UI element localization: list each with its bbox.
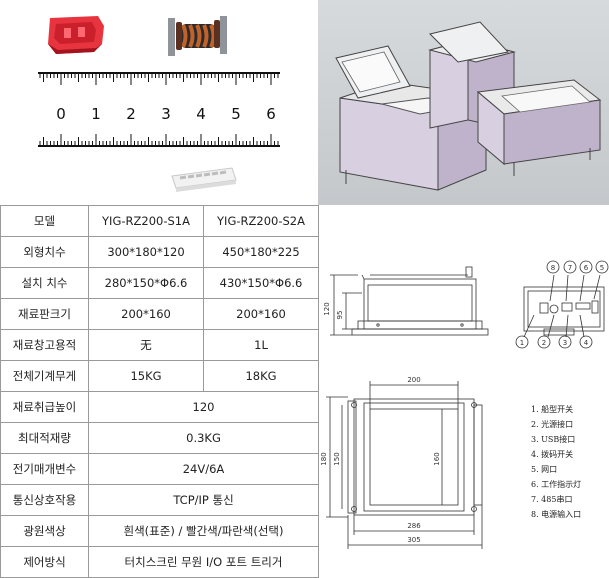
ruler-tick-label: 5 <box>231 105 241 123</box>
table-row: 외형치수 300*180*120 450*180*225 <box>0 236 319 268</box>
row-label: 재료취급높이 <box>0 391 89 423</box>
legend-item: 1. 船型开关 <box>531 405 574 414</box>
side-height-dim: 120 <box>323 302 331 315</box>
row-label: 전기매개변수 <box>0 453 89 485</box>
table-row: 전체기계무게 15KG 18KG <box>0 360 319 392</box>
row-value: 1L <box>203 329 319 361</box>
row-value: 280*150*Φ6.6 <box>88 267 204 299</box>
cad-render-panel <box>318 0 609 205</box>
row-label: 전체기계무게 <box>0 360 89 392</box>
white-header-connector-image <box>171 167 237 192</box>
row-label: 제어방식 <box>0 546 89 578</box>
table-row: 재료창고용적 无 1L <box>0 329 319 361</box>
product-photo-panel: 0 1 2 3 4 5 6 <box>0 0 318 205</box>
top-outer-width-dim: 305 <box>407 536 420 544</box>
ruler-tick-label: 3 <box>161 105 171 123</box>
row-value-merged: 24V/6A <box>88 453 319 485</box>
row-value: 无 <box>88 329 204 361</box>
ruler-tick-label: 1 <box>91 105 101 123</box>
top-view-drawing <box>326 381 483 549</box>
spec-table: 모델 YIG-RZ200-S1A YIG-RZ200-S2A 외형치수 300*… <box>0 205 319 578</box>
row-value-merged: 터치스크린 무원 I/O 포트 트리거 <box>88 546 319 578</box>
table-row: 재료판크기 200*160 200*160 <box>0 298 319 330</box>
row-value: 18KG <box>203 360 319 392</box>
row-label: 통신상호작용 <box>0 484 89 516</box>
ruler-tick-label: 4 <box>196 105 206 123</box>
row-label: 외형치수 <box>0 236 89 268</box>
inductor-coil-image <box>168 16 227 56</box>
table-row: 설치 치수 280*150*Φ6.6 430*150*Φ6.6 <box>0 267 319 299</box>
row-label: 재료창고용적 <box>0 329 89 361</box>
ruler-tick-label: 2 <box>126 105 136 123</box>
measuring-ruler <box>38 72 280 147</box>
table-header-model-1: YIG-RZ200-S1A <box>88 205 204 237</box>
callout-number: 2 <box>542 339 546 347</box>
table-row: 최대적재량 0.3KG <box>0 422 319 454</box>
ruler-tick-label: 6 <box>266 105 276 123</box>
ruler-tick-label: 0 <box>56 105 66 123</box>
side-inner-dim: 95 <box>336 311 344 320</box>
row-value: 200*160 <box>203 298 319 330</box>
table-row: 전기매개변수 24V/6A <box>0 453 319 485</box>
parts-photo: 0 1 2 3 4 5 6 <box>38 16 280 192</box>
legend-item: 3. USB接口 <box>531 435 576 444</box>
callout-number: 1 <box>520 339 524 347</box>
row-value-merged: 0.3KG <box>88 422 319 454</box>
top-outer-height-dim: 180 <box>320 452 328 465</box>
row-value: 300*180*120 <box>88 236 204 268</box>
table-row: 통신상호작용 TCP/IP 통신 <box>0 484 319 516</box>
row-label: 설치 치수 <box>0 267 89 299</box>
table-header-label: 모델 <box>0 205 89 237</box>
table-row: 광원색상 흰색(표준) / 빨간색/파란색(선택) <box>0 515 319 547</box>
row-value: 200*160 <box>88 298 204 330</box>
top-plate-dim: 160 <box>433 452 441 465</box>
legend-item: 4. 拨码开关 <box>531 450 574 459</box>
red-connector-image <box>48 16 104 54</box>
row-label: 광원색상 <box>0 515 89 547</box>
legend-item: 5. 网口 <box>531 465 558 474</box>
callout-number: 7 <box>568 264 572 272</box>
table-header-model-2: YIG-RZ200-S2A <box>203 205 319 237</box>
legend-item: 7. 485串口 <box>531 495 573 504</box>
technical-drawings: 120 95 200 180 150 160 286 305 1 2 3 4 5… <box>320 260 609 549</box>
legend-item: 6. 工作指示灯 <box>531 480 582 489</box>
feeder-3d-render <box>318 0 609 205</box>
top-inner-width-dim: 286 <box>407 522 421 530</box>
table-header-row: 모델 YIG-RZ200-S1A YIG-RZ200-S2A <box>0 205 319 237</box>
end-view-drawing <box>515 260 609 349</box>
callout-number: 5 <box>600 264 604 272</box>
legend-item: 8. 电源输入口 <box>531 510 582 519</box>
right-feeder-unit <box>428 21 602 176</box>
legend-item: 2. 光源接口 <box>531 420 574 429</box>
table-row: 재료취급높이 120 <box>0 391 319 423</box>
row-value-merged: 120 <box>88 391 319 423</box>
side-view-drawing <box>330 266 489 336</box>
row-value: 15KG <box>88 360 204 392</box>
row-value-merged: 흰색(표준) / 빨간색/파란색(선택) <box>88 515 319 547</box>
callout-number: 3 <box>563 339 567 347</box>
top-width-dim: 200 <box>407 376 420 384</box>
row-value-merged: TCP/IP 통신 <box>88 484 319 516</box>
top-inner-height-dim: 150 <box>333 452 341 465</box>
row-value: 450*180*225 <box>203 236 319 268</box>
callout-number: 4 <box>584 339 589 347</box>
callout-number: 8 <box>551 264 555 272</box>
row-label: 최대적재량 <box>0 422 89 454</box>
table-row: 제어방식 터치스크린 무원 I/O 포트 트리거 <box>0 546 319 578</box>
row-label: 재료판크기 <box>0 298 89 330</box>
callout-number: 6 <box>584 264 589 272</box>
row-value: 430*150*Φ6.6 <box>203 267 319 299</box>
